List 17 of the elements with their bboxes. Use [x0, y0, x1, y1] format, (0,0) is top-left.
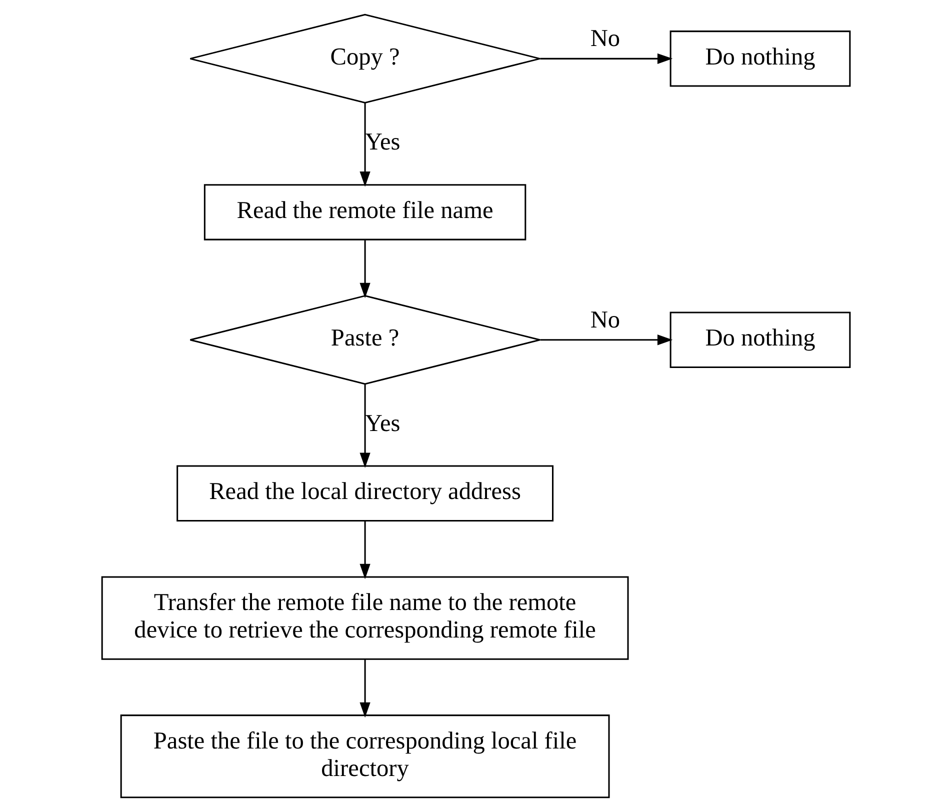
arrow — [360, 102, 370, 187]
arrow — [360, 659, 370, 718]
node-diamond: Paste ? — [189, 295, 541, 385]
node-box: Do nothing — [670, 312, 851, 368]
arrow — [360, 384, 370, 468]
edge-label: No — [590, 25, 620, 52]
node-box: Read the remote file name — [204, 184, 526, 240]
node-box: Transfer the remote file name to the remote device to retrieve the corresponding remote file — [101, 576, 629, 660]
arrow — [540, 334, 673, 346]
edge-label: No — [590, 306, 620, 334]
node-box: Do nothing — [670, 30, 851, 87]
node-diamond: Copy ? — [189, 14, 541, 104]
node-box: Read the local directory address — [176, 465, 554, 522]
node-box: Paste the file to the corresponding local file directory — [120, 714, 610, 798]
arrow — [360, 240, 370, 298]
arrow — [360, 521, 370, 580]
arrow — [540, 53, 673, 64]
